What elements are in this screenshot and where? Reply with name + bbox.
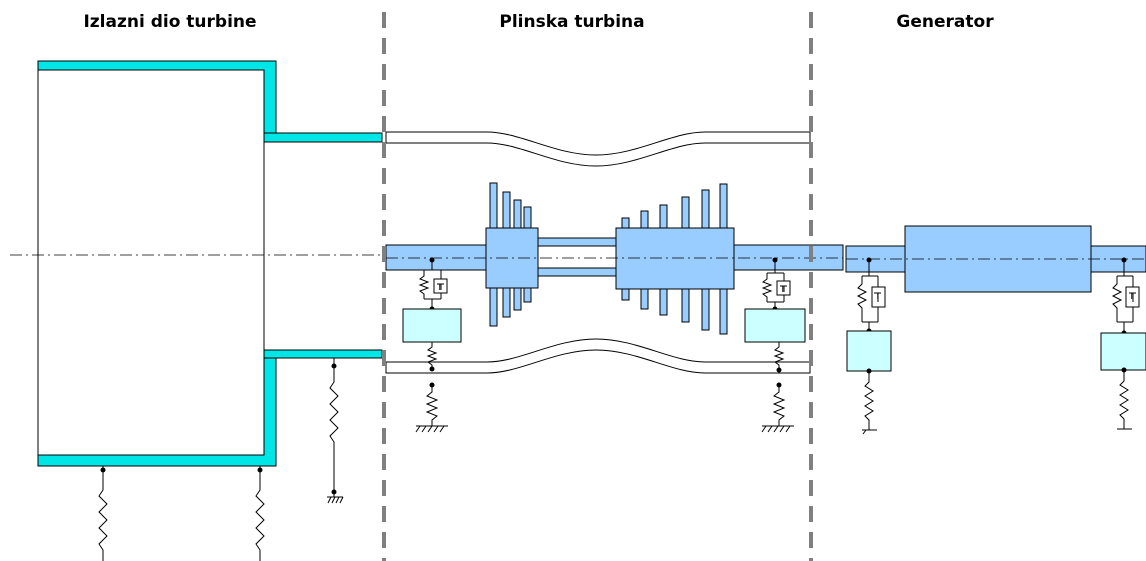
- spring-icon: [418, 270, 430, 299]
- spring-icon: [255, 466, 265, 561]
- spring-icon: [761, 273, 773, 302]
- spring-icon: [1111, 276, 1123, 322]
- generator-rotor: [904, 225, 1092, 293]
- exhaust-body: [37, 69, 265, 456]
- bearing-pedestal: [1100, 332, 1146, 371]
- bearing-right-turbine: [744, 257, 806, 373]
- spring-icon: [98, 466, 108, 561]
- casing-lower-wall: [385, 338, 811, 374]
- section-title-generator: Generator: [896, 12, 994, 32]
- bearing-right-generator: [1100, 257, 1146, 430]
- shaft-inner-tube-lower: [535, 267, 621, 277]
- spring-icon: [1119, 370, 1129, 429]
- spring-icon: [329, 366, 339, 492]
- spring-icon: [856, 276, 868, 322]
- bearing-pedestal: [402, 308, 462, 343]
- section-title-exhaust: Izlazni dio turbine: [83, 12, 257, 32]
- spring-icon: [864, 371, 874, 430]
- casing-upper-wall: [385, 131, 811, 167]
- bearing-left-generator: [846, 257, 892, 435]
- turbine-disc: [615, 227, 735, 290]
- turbine-shaft: [385, 237, 844, 277]
- damper-labels: T T T T: [436, 283, 1135, 302]
- shaft-inner-tube-upper: [535, 237, 621, 247]
- spring-icon: [773, 342, 785, 370]
- centerline: [10, 254, 1146, 260]
- spring-icon: [772, 385, 786, 426]
- shaft-right-segment: [732, 244, 844, 271]
- bearing-pedestal: [744, 308, 806, 343]
- exhaust-duct-top: [263, 132, 383, 143]
- casing-supports: [98, 358, 794, 561]
- spring-icon: [426, 342, 438, 369]
- damper-label: T: [874, 292, 881, 302]
- section-title-gas-turbine: Plinska turbina: [499, 12, 645, 32]
- bearing-pedestal: [846, 330, 892, 372]
- shaft-left-segment: [385, 244, 487, 271]
- damper-label: T: [436, 283, 443, 293]
- exhaust-casing: [37, 60, 383, 467]
- damper-label: T: [779, 285, 786, 295]
- section-dividers: [382, 12, 813, 561]
- bearing-left-turbine: [402, 257, 462, 372]
- exhaust-duct-bottom: [263, 349, 383, 359]
- spring-icon: [425, 385, 439, 426]
- damper-label: T: [1128, 292, 1135, 302]
